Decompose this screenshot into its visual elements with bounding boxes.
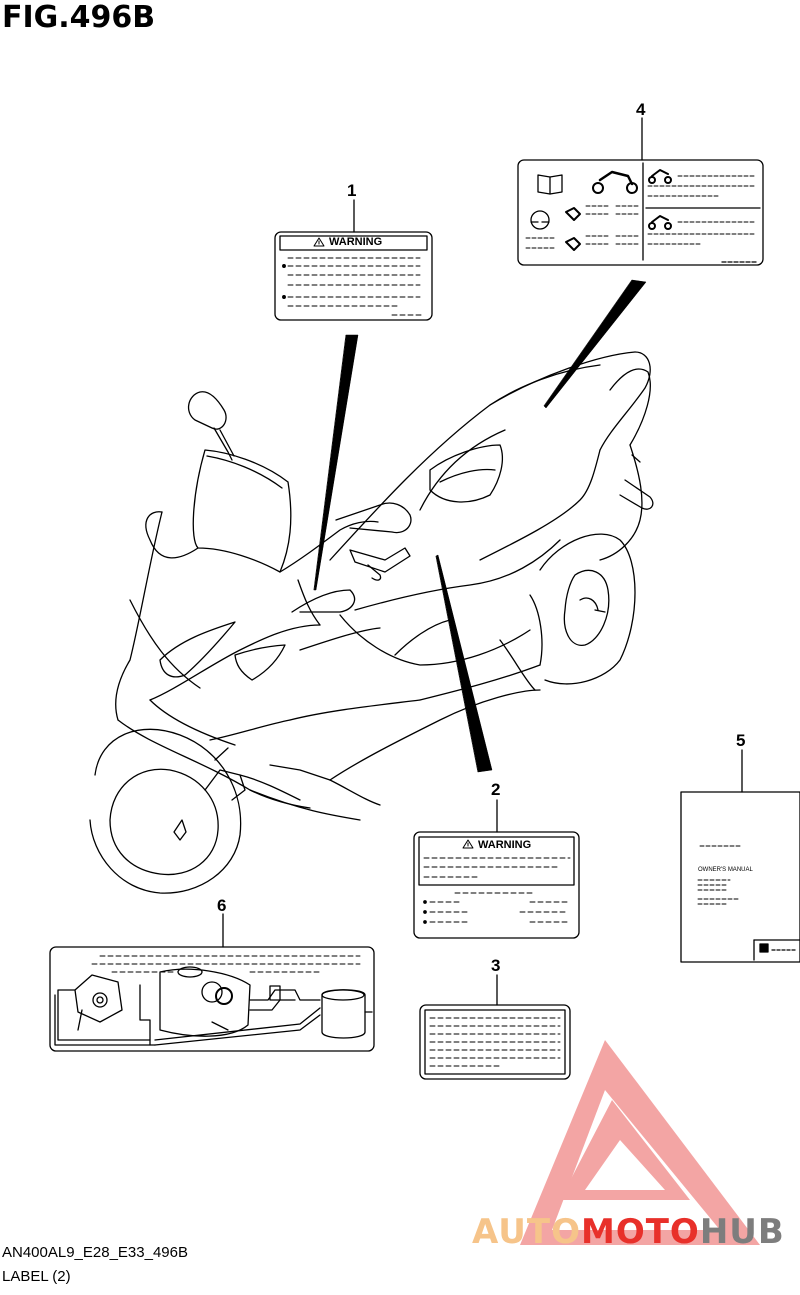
manual-title: OWNER'S MANUAL xyxy=(698,867,753,873)
section-name: LABEL (2) xyxy=(2,1268,71,1285)
callout-2: 2 xyxy=(491,780,501,799)
label-1-warning xyxy=(274,231,433,321)
label-4-information xyxy=(517,159,764,266)
callout-5: 5 xyxy=(736,731,746,750)
watermark-text: AUTOMOTOHUB xyxy=(472,1212,785,1252)
callout-4: 4 xyxy=(636,100,646,119)
owners-manual-booklet xyxy=(680,791,800,963)
watermark-moto: MOTO xyxy=(580,1212,700,1252)
callout-6: 6 xyxy=(217,896,227,915)
label-6-evap-system xyxy=(49,946,375,1052)
watermark-hub: HUB xyxy=(699,1212,785,1252)
watermark-auto: AUTO xyxy=(472,1212,581,1252)
label-3 xyxy=(419,1004,571,1080)
label-2-heading: WARNING xyxy=(478,839,532,851)
label-2-warning xyxy=(413,831,580,939)
leader-lines xyxy=(222,117,743,1006)
callout-1: 1 xyxy=(347,181,357,200)
scooter-illustration xyxy=(89,351,654,894)
figure-title: FIG.496B xyxy=(2,0,156,35)
label-1-heading: WARNING xyxy=(329,236,383,248)
callout-3: 3 xyxy=(491,956,501,975)
model-code: AN400AL9_E28_E33_496B xyxy=(2,1244,188,1261)
watermark-logo-triangle xyxy=(520,1040,760,1245)
